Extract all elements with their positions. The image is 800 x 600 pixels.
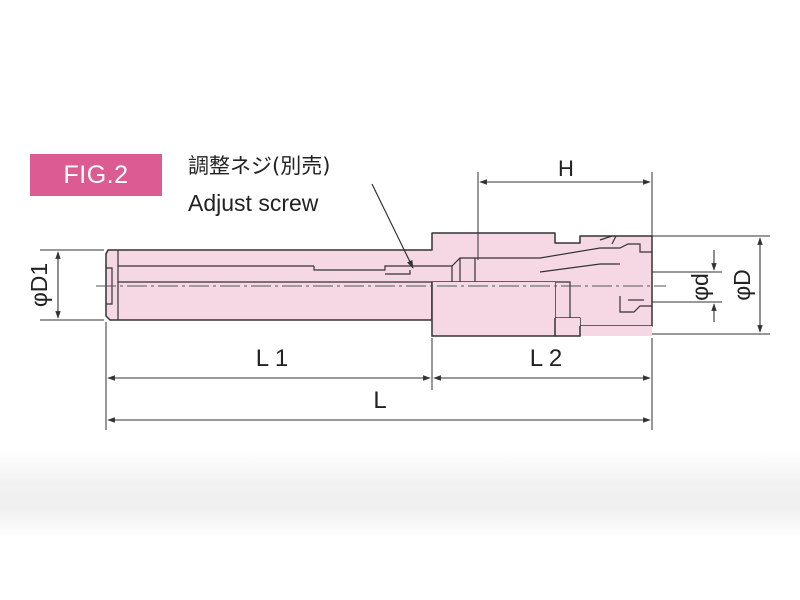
internal-bore — [118, 257, 540, 283]
collet-nose-detail — [539, 235, 652, 318]
dim-label-phi-d: φd — [687, 273, 713, 301]
figure-badge: FIG.2 — [30, 154, 162, 196]
dim-label-L: L — [373, 387, 386, 414]
extension-lines — [40, 172, 770, 430]
nose-lower-outline — [555, 326, 581, 337]
lower-shank-fill — [432, 282, 652, 336]
dim-label-H: H — [558, 156, 574, 181]
dimension-lines — [55, 179, 763, 423]
dim-label-phi-D1: φD1 — [26, 263, 52, 307]
dim-label-phi-D: φD — [729, 269, 755, 301]
callout-label-japanese: 調整ネジ(別売) — [188, 154, 331, 178]
dim-label-L1: L 1 — [256, 345, 288, 372]
background-band — [0, 448, 800, 538]
dim-label-L2: L 2 — [530, 345, 562, 372]
lower-body-outline — [431, 282, 556, 337]
adjust-screw-leader — [371, 183, 414, 269]
callout-label-english: Adjust screw — [188, 190, 319, 216]
